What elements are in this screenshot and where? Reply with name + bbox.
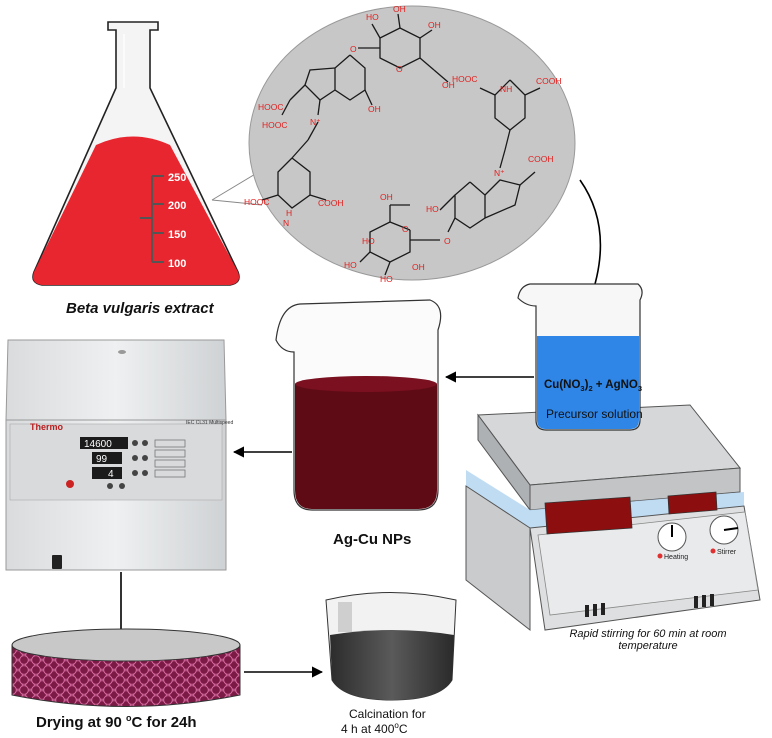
- svg-text:HO: HO: [366, 12, 379, 22]
- drying-dish: [11, 628, 241, 707]
- flask-liquid: [33, 136, 239, 285]
- precursor-beaker: Cu(NO3)2 + AgNO3 Precursor solution: [517, 283, 643, 431]
- svg-text:NH: NH: [500, 84, 512, 94]
- molecule-atoms: HO OH OH O OH O OH HOOC HOOC N⁺ HOOC COO…: [244, 4, 562, 284]
- scale-mark-100: 100: [168, 258, 186, 270]
- display-temp: 4: [108, 469, 114, 480]
- display-time: 99: [96, 454, 108, 465]
- svg-text:HO: HO: [362, 236, 375, 246]
- calcination-line1: Calcination for: [349, 707, 426, 721]
- svg-text:OH: OH: [393, 4, 406, 14]
- erlenmeyer-flask: 250 200 150 100: [32, 21, 240, 286]
- svg-text:N⁺: N⁺: [310, 117, 321, 127]
- svg-text:HOOC: HOOC: [258, 102, 284, 112]
- stirrer-caption: Rapid stirring for 60 min at room temper…: [569, 628, 727, 652]
- svg-text:COOH: COOH: [536, 76, 562, 86]
- display-speed: 14600: [84, 439, 112, 450]
- svg-text:N⁺: N⁺: [494, 168, 505, 178]
- display-small: [667, 491, 718, 515]
- flask-scale: [140, 175, 164, 263]
- precursor-liquid: [537, 336, 639, 429]
- svg-text:O: O: [396, 64, 403, 74]
- centrifuge-model: IEC CL31 Multispeed: [186, 420, 233, 426]
- svg-text:O: O: [350, 44, 357, 54]
- agcu-liquid: [295, 379, 437, 509]
- svg-text:HOOC: HOOC: [262, 120, 288, 130]
- svg-text:N: N: [283, 218, 289, 228]
- svg-text:OH: OH: [368, 104, 381, 114]
- svg-text:HOOC: HOOC: [452, 74, 478, 84]
- svg-text:O: O: [402, 224, 409, 234]
- precursor-formula: Cu(NO3)2 + AgNO3: [544, 379, 642, 393]
- svg-text:HOOC: HOOC: [244, 197, 270, 207]
- stirrer-label: Stirrer: [717, 549, 737, 556]
- svg-text:OH: OH: [428, 20, 441, 30]
- heating-label: Heating: [664, 554, 688, 561]
- svg-text:OH: OH: [442, 80, 455, 90]
- power-switch: [52, 555, 62, 569]
- magnetic-stirrer-hotplate: Heating Stirrer: [465, 404, 761, 632]
- calcination-crucible: [325, 592, 457, 701]
- svg-text:H: H: [286, 208, 292, 218]
- scale-mark-250: 250: [168, 172, 186, 184]
- centrifuge: Thermo IEC CL31 Multispeed 14600 99 4: [5, 339, 233, 571]
- svg-text:HO: HO: [380, 274, 393, 284]
- centrifuge-brand: Thermo: [30, 422, 64, 432]
- scale-mark-150: 150: [168, 229, 186, 241]
- svg-text:OH: OH: [380, 192, 393, 202]
- svg-text:O: O: [444, 236, 451, 246]
- drying-caption: Drying at 90 oC for 24h: [36, 713, 197, 731]
- svg-text:HO: HO: [344, 260, 357, 270]
- svg-text:OH: OH: [412, 262, 425, 272]
- betanin-molecule-bubble: HO OH OH O OH O OH HOOC HOOC N⁺ HOOC COO…: [244, 4, 576, 284]
- flask-caption: Beta vulgaris extract: [66, 300, 215, 317]
- scale-mark-200: 200: [168, 200, 186, 212]
- agcu-beaker: [275, 299, 442, 511]
- calcination-line2: 4 h at 400oC: [341, 721, 408, 736]
- svg-text:COOH: COOH: [528, 154, 554, 164]
- zoom-line-bottom: [211, 199, 263, 206]
- display-large: [544, 496, 633, 535]
- molecule-bonds: [261, 13, 541, 276]
- vents: [585, 594, 714, 617]
- svg-text:COOH: COOH: [318, 198, 344, 208]
- agcu-caption: Ag-Cu NPs: [333, 531, 411, 548]
- precursor-label: Precursor solution: [546, 407, 643, 421]
- svg-text:HO: HO: [426, 204, 439, 214]
- arrow-bubble-to-precursor: [579, 179, 602, 302]
